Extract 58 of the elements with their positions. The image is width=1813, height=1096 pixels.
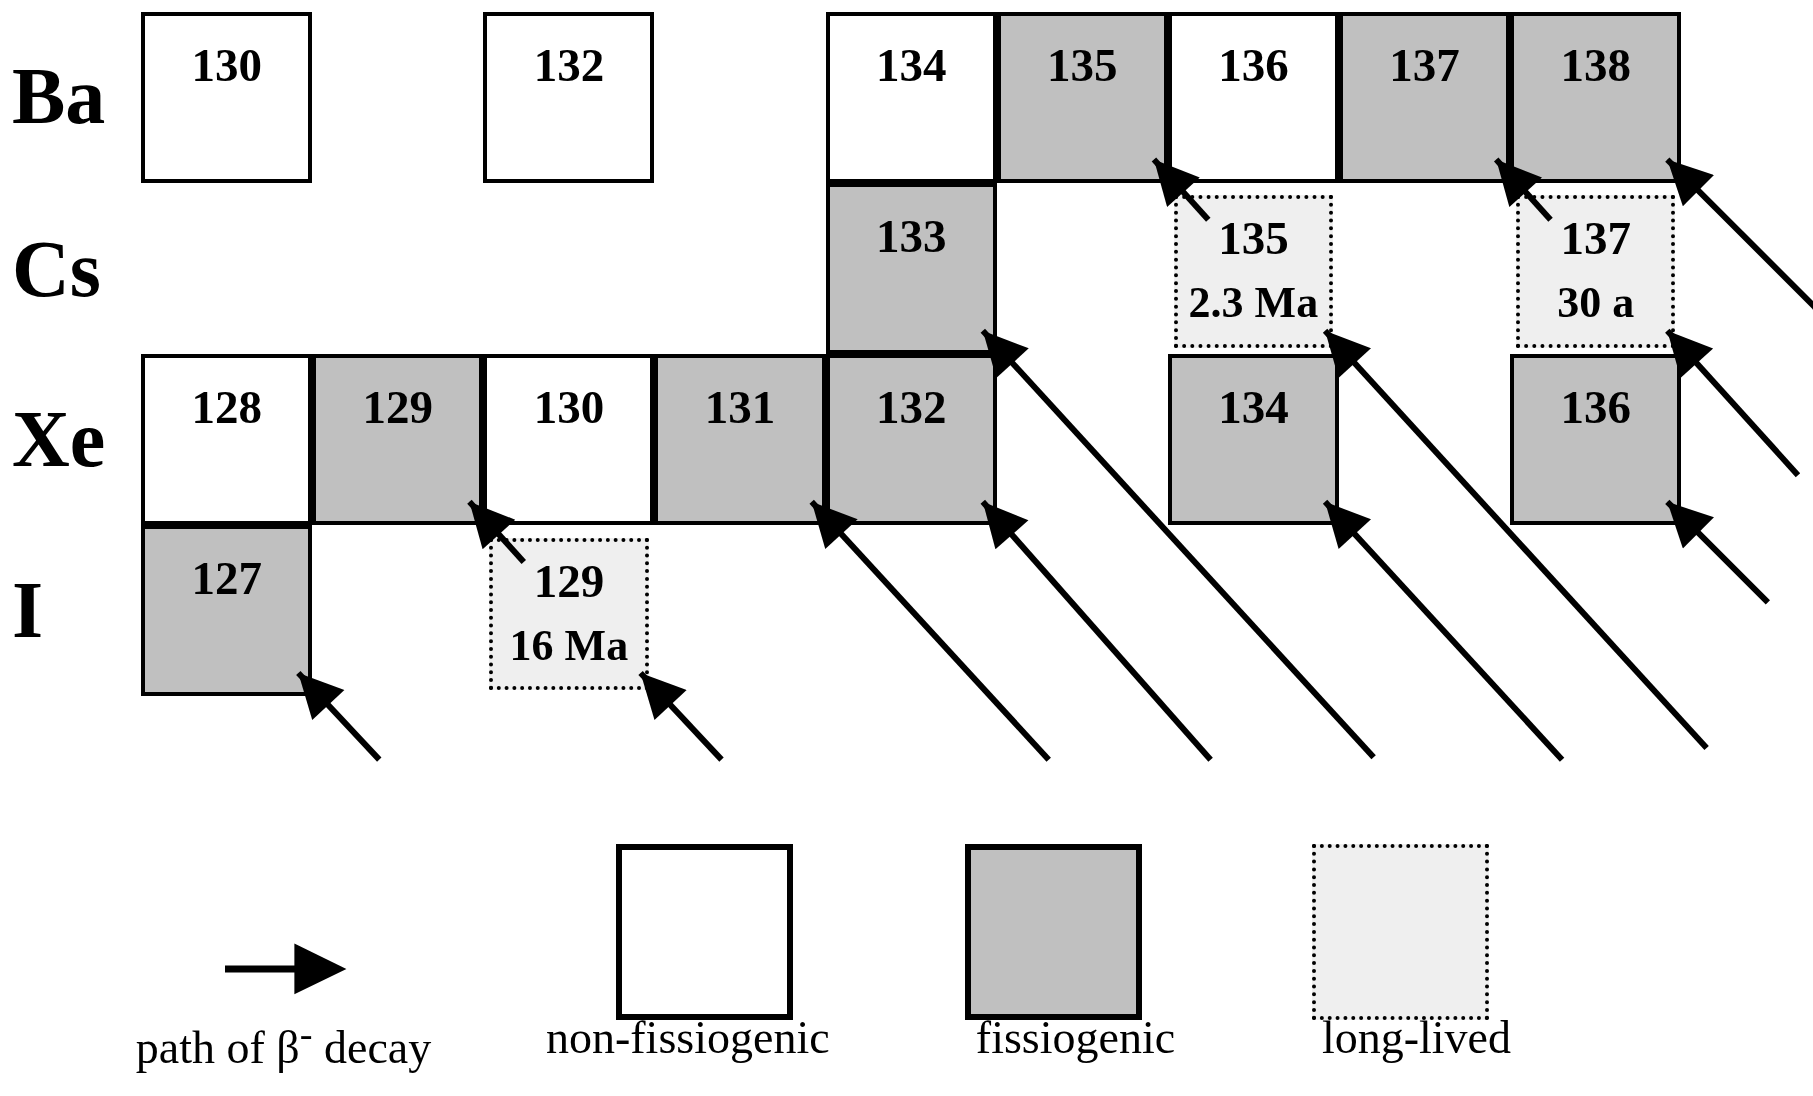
decay-arrow xyxy=(809,499,1051,762)
legend-label: long-lived xyxy=(1321,1015,1511,1062)
nuclide-box xyxy=(483,353,655,525)
decay-arrow xyxy=(1665,499,1771,605)
nuclide-box xyxy=(1338,11,1511,183)
legend-label: non-fissiogenic xyxy=(545,1015,830,1062)
nuclide-box xyxy=(1167,11,1339,183)
nuclide-box xyxy=(312,353,484,525)
nuclide-box xyxy=(483,11,655,183)
mass-number: 132 xyxy=(875,380,947,433)
mass-number: 133 xyxy=(875,209,947,262)
long-lived-nuclide-box xyxy=(489,537,649,691)
mass-number: 130 xyxy=(533,380,605,433)
mass-number: 130 xyxy=(191,38,262,91)
mass-number: 134 xyxy=(1218,380,1289,433)
mass-number: 136 xyxy=(1560,380,1631,433)
mass-number: 138 xyxy=(1560,38,1631,91)
element-symbol: Ba xyxy=(12,55,106,136)
decay-arrow xyxy=(1665,328,1801,478)
mass-number: 135 xyxy=(1218,212,1289,265)
long-lived-nuclide-box xyxy=(1515,195,1676,349)
nuclide-box xyxy=(825,353,997,525)
mass-number: 132 xyxy=(533,38,605,91)
mass-number: 129 xyxy=(533,554,605,607)
mass-number: 135 xyxy=(1047,38,1118,91)
decay-arrow xyxy=(980,499,1213,762)
mass-number: 134 xyxy=(875,38,947,91)
nuclide-box xyxy=(1510,353,1682,525)
mass-number: 137 xyxy=(1389,38,1460,91)
decay-arrow xyxy=(980,328,1376,760)
element-symbol: I xyxy=(12,570,44,651)
nuclide-box xyxy=(141,353,313,525)
nuclide-box xyxy=(1167,353,1339,525)
decay-arrow xyxy=(467,499,526,564)
mass-number: 129 xyxy=(362,380,433,433)
decay-arrow xyxy=(1151,157,1211,222)
element-symbol: Cs xyxy=(12,229,101,310)
mass-number: 127 xyxy=(191,551,262,604)
legend-label: path of β$^{-}$ decay xyxy=(135,1015,432,1072)
mass-number: 131 xyxy=(704,380,776,433)
decay-arrow xyxy=(1322,499,1565,762)
nuclide-box xyxy=(141,11,313,183)
half-life-text: 2.3 Ma xyxy=(1188,278,1319,328)
element-symbol: Xe xyxy=(12,399,106,480)
decay-arrow xyxy=(638,670,724,762)
decay-arrow xyxy=(1322,328,1709,751)
half-life-text: 30 a xyxy=(1557,278,1635,328)
long-lived-nuclide-box xyxy=(1173,195,1334,349)
nuclide-box xyxy=(1510,11,1682,183)
nuclide-box xyxy=(996,11,1168,183)
mass-number: 137 xyxy=(1560,212,1631,265)
nuclide-box xyxy=(141,524,313,697)
nuclide-box xyxy=(825,182,997,354)
legend-label: fissiogenic xyxy=(975,1015,1176,1062)
decay-arrow xyxy=(296,670,382,762)
half-life-text: 16 Ma xyxy=(509,620,629,670)
mass-number: 128 xyxy=(191,380,262,433)
mass-number: 136 xyxy=(1218,38,1289,91)
